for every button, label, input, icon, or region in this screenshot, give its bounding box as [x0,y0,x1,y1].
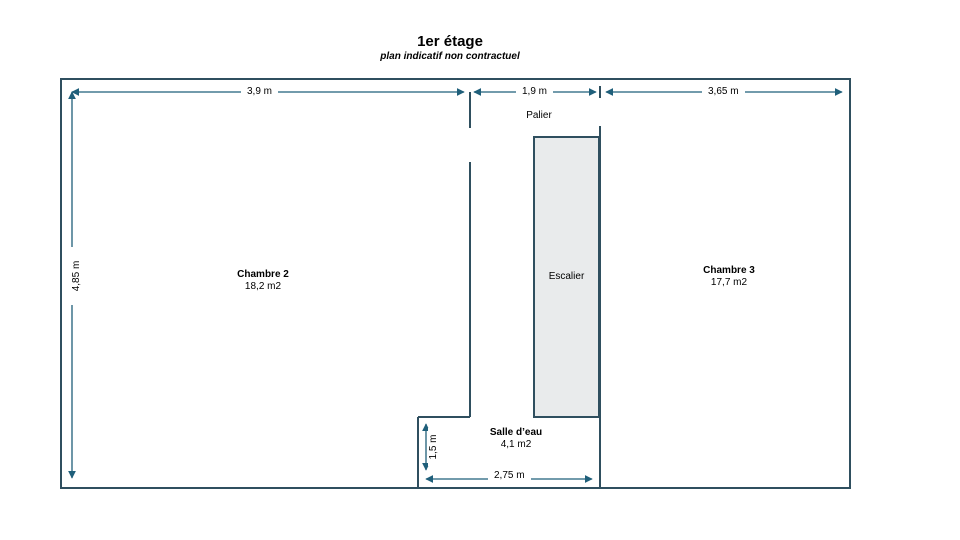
dim-palier-width: 1,9 m [516,86,554,98]
dim-height: 4,85 m [71,247,83,305]
staircase [533,136,600,418]
plan-subtitle: plan indicatif non contractuel [380,51,520,62]
room-chambre3-area: 17,7 m2 [710,277,748,288]
dim-salle-eau-width: 2,75 m [488,470,531,482]
dim-chambre2-width: 3,9 m [241,86,279,98]
dim-chambre3-width: 3,65 m [702,86,745,98]
staircase-label: Escalier [548,271,585,282]
room-chambre2-area: 18,2 m2 [244,281,282,292]
room-palier-name: Palier [526,110,552,121]
room-chambre3-name: Chambre 3 [703,265,755,276]
room-salle-eau-area: 4,1 m2 [500,439,532,450]
room-chambre2-name: Chambre 2 [237,269,289,280]
dim-salle-eau-height: 1,5 m [428,428,440,466]
room-salle-eau-name: Salle d’eau [489,427,543,438]
plan-title: 1er étage [417,33,483,50]
outer-wall [60,78,851,489]
